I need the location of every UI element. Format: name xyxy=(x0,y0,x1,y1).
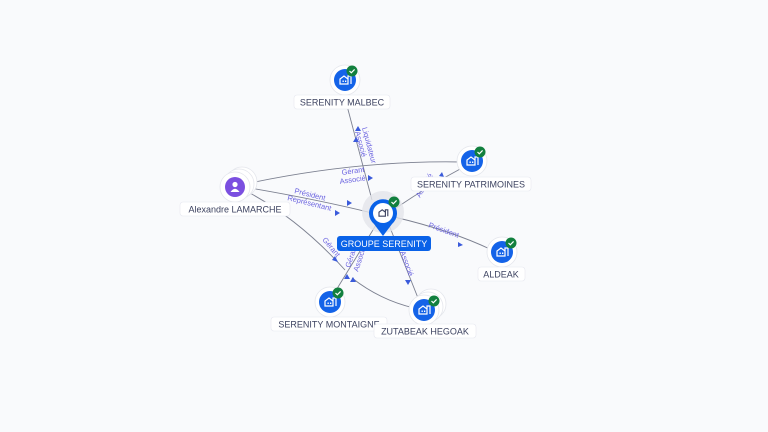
edge-label: Associé xyxy=(398,250,415,278)
edge-label: Associé xyxy=(339,173,366,186)
node-groupe-serenity[interactable]: GROUPE SERENITY xyxy=(337,191,431,251)
edge-person-patrimoines xyxy=(249,161,463,184)
edge-label: Président xyxy=(427,220,461,240)
arrow xyxy=(335,210,340,216)
arrow xyxy=(458,242,463,247)
node-label: ZUTABEAK HEGOAK xyxy=(381,327,469,337)
arrow xyxy=(368,175,373,181)
edge-groupe-aldeak xyxy=(393,216,493,251)
check-badge-icon xyxy=(345,64,359,78)
edge-label: Gérant xyxy=(341,165,366,177)
arrow xyxy=(439,172,444,177)
node-label: GROUPE SERENITY xyxy=(341,239,428,249)
node-label: Alexandre LAMARCHE xyxy=(188,205,281,215)
arrow xyxy=(332,256,338,262)
arrow xyxy=(344,274,350,279)
arrow xyxy=(353,137,359,142)
node-zutabeak-hegoak[interactable]: ZUTABEAK HEGOAK xyxy=(373,288,477,339)
person-icon xyxy=(230,181,240,192)
edge-zutabeak-montaigne xyxy=(351,277,415,309)
node-serenity-malbec[interactable]: SERENITY MALBEC xyxy=(293,64,391,110)
check-badge-icon xyxy=(331,286,345,300)
node-alexandre-lamarche[interactable]: Alexandre LAMARCHE xyxy=(179,166,291,217)
arrow xyxy=(355,126,361,131)
arrow xyxy=(347,200,352,206)
node-label: ALDEAK xyxy=(483,270,519,280)
node-label: SERENITY MONTAIGNE xyxy=(278,320,379,330)
edge-malbec-groupe xyxy=(345,101,373,201)
node-serenity-montaigne[interactable]: SERENITY MONTAIGNE xyxy=(270,286,388,332)
edge-arrows xyxy=(332,126,463,285)
edge-person-groupe xyxy=(249,187,373,214)
check-badge-icon xyxy=(504,236,518,250)
check-badge-icon xyxy=(427,294,441,308)
node-label: SERENITY MALBEC xyxy=(300,98,385,108)
node-serenity-patrimoines[interactable]: SERENITY PATRIMOINES xyxy=(410,145,532,192)
building-icon xyxy=(378,209,389,217)
check-badge-icon xyxy=(473,145,487,159)
arrow xyxy=(350,277,356,282)
node-aldeak[interactable]: ALDEAK xyxy=(477,236,526,282)
check-badge-icon xyxy=(387,195,401,209)
arrow xyxy=(405,280,411,285)
node-label: SERENITY PATRIMOINES xyxy=(417,180,525,190)
